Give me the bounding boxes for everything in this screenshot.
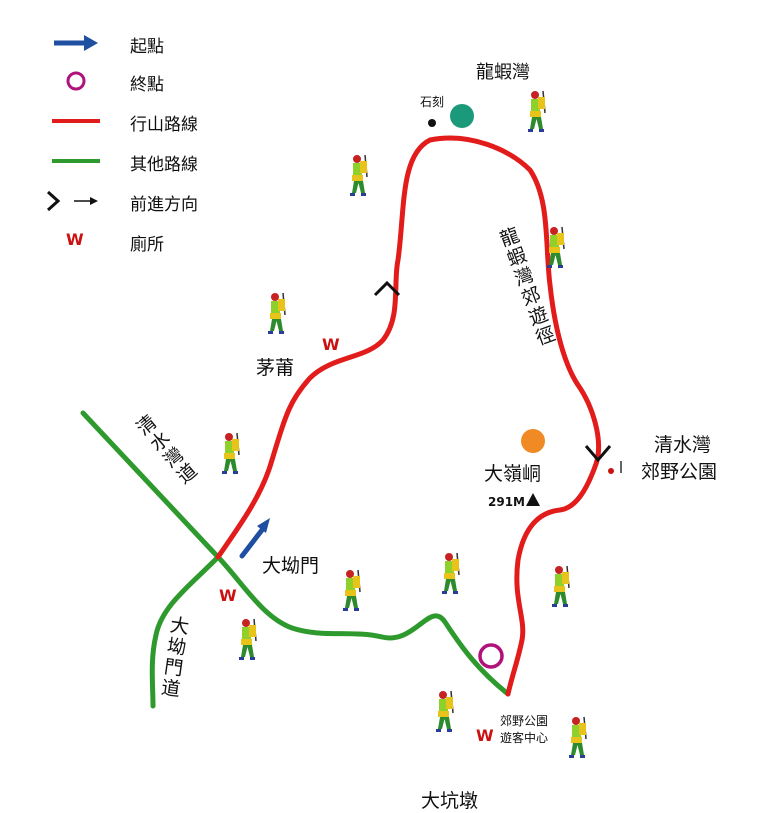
legend-direction: 前進方向 bbox=[40, 186, 250, 216]
magenta-circle-icon bbox=[66, 71, 86, 91]
label-tai-au-mun: 大坳門 bbox=[262, 555, 320, 577]
legend-start-label: 起點 bbox=[130, 37, 164, 57]
green-route-to-visitor-centre bbox=[215, 554, 511, 697]
toilet-marker: W bbox=[322, 335, 340, 354]
label-cwb-country-park-1: 清水灣 bbox=[654, 434, 712, 456]
toilet-marker: W bbox=[219, 586, 237, 605]
legend-end-label: 終點 bbox=[130, 75, 164, 95]
chevron-arrow-icon bbox=[46, 190, 98, 212]
legend-direction-label: 前進方向 bbox=[130, 195, 198, 215]
hiker-icon bbox=[342, 569, 361, 612]
hiker-icon bbox=[267, 292, 286, 335]
legend-end: 終點 bbox=[40, 66, 250, 96]
red-marker-icon bbox=[608, 468, 614, 474]
label-tai-leng-tung: 大嶺峒 bbox=[484, 463, 542, 485]
legend-toilet-label: 廁所 bbox=[130, 235, 164, 255]
hiker-icon bbox=[546, 226, 565, 269]
red-line-icon bbox=[52, 119, 100, 123]
legend-other-route: 其他路線 bbox=[40, 146, 250, 176]
end-point-icon bbox=[478, 643, 504, 669]
legend-hiking-route-label: 行山路線 bbox=[130, 115, 198, 135]
legend-other-route-label: 其他路線 bbox=[130, 155, 198, 175]
hiker-icon bbox=[441, 552, 460, 595]
blue-arrow-icon bbox=[54, 35, 98, 51]
direction-chevron-icon bbox=[584, 445, 612, 463]
label-mau-po: 茅莆 bbox=[256, 357, 295, 379]
hiker-icon bbox=[435, 690, 454, 733]
hiking-route-line bbox=[215, 135, 602, 697]
label-stone-carving: 石刻 bbox=[420, 95, 445, 109]
label-tai-hang-tun: 大坑墩 bbox=[421, 790, 479, 812]
viewpoint-icon bbox=[450, 104, 474, 128]
hiker-icon bbox=[551, 565, 570, 608]
direction-chevron-icon bbox=[373, 280, 401, 297]
toilet-symbol-icon: W bbox=[66, 230, 84, 249]
label-visitor-centre-2: 遊客中心 bbox=[500, 731, 549, 745]
summit-triangle-icon bbox=[526, 493, 540, 506]
legend-start: 起點 bbox=[40, 28, 250, 58]
hiker-icon bbox=[221, 432, 240, 475]
tai-au-mun-road-line bbox=[149, 554, 221, 709]
clear-water-bay-road-line bbox=[80, 410, 221, 560]
label-lung-ha-wan: 龍蝦灣 bbox=[476, 62, 530, 83]
hiker-icon bbox=[527, 90, 546, 133]
label-height: 291M bbox=[488, 495, 525, 509]
hiker-icon bbox=[238, 618, 257, 661]
label-cwb-country-park-2: 郊野公園 bbox=[641, 461, 718, 483]
label-visitor-centre-1: 郊野公園 bbox=[500, 714, 549, 728]
viewpoint-icon bbox=[521, 429, 545, 453]
stone-carving-dot-icon bbox=[428, 119, 436, 127]
start-arrow-icon bbox=[239, 518, 270, 559]
toilet-marker: W bbox=[476, 726, 494, 745]
legend-toilet: W 廁所 bbox=[40, 226, 250, 256]
legend-hiking-route: 行山路線 bbox=[40, 106, 250, 136]
green-line-icon bbox=[52, 159, 100, 163]
hiker-icon bbox=[349, 154, 368, 197]
hiker-icon bbox=[568, 716, 587, 759]
